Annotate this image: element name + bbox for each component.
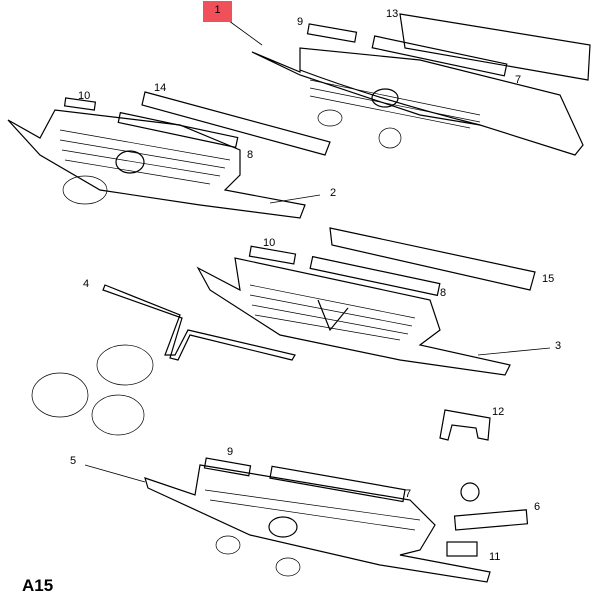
- callout-6[interactable]: 6: [534, 501, 541, 513]
- callout-8[interactable]: 8: [247, 149, 254, 161]
- leader-lines: [84, 17, 551, 483]
- callout-7[interactable]: 7: [515, 74, 522, 86]
- grille-1: [251, 13, 591, 156]
- callout-8[interactable]: 8: [440, 287, 447, 299]
- callout-7[interactable]: 7: [405, 488, 412, 500]
- callout-10[interactable]: 10: [78, 90, 91, 102]
- callout-2[interactable]: 2: [330, 187, 337, 199]
- callout-1-highlighted[interactable]: 1: [203, 1, 232, 22]
- grille-5: [144, 457, 491, 583]
- callout-15[interactable]: 15: [542, 273, 555, 285]
- callout-9[interactable]: 9: [227, 446, 234, 458]
- callout-11[interactable]: 11: [489, 551, 501, 563]
- callout-4[interactable]: 4: [83, 278, 90, 290]
- callout-10[interactable]: 10: [263, 237, 276, 249]
- grille-2: [7, 91, 331, 219]
- callout-3[interactable]: 3: [555, 340, 562, 352]
- callout-9[interactable]: 9: [297, 16, 304, 28]
- callout-14[interactable]: 14: [154, 82, 167, 94]
- callout-5[interactable]: 5: [70, 455, 77, 467]
- trim-4: [31, 284, 296, 436]
- callout-13[interactable]: 13: [386, 8, 399, 20]
- callout-12[interactable]: 12: [492, 406, 505, 418]
- diagram-code: A15: [22, 576, 54, 595]
- grille-3: [196, 227, 536, 376]
- clips: [439, 409, 529, 557]
